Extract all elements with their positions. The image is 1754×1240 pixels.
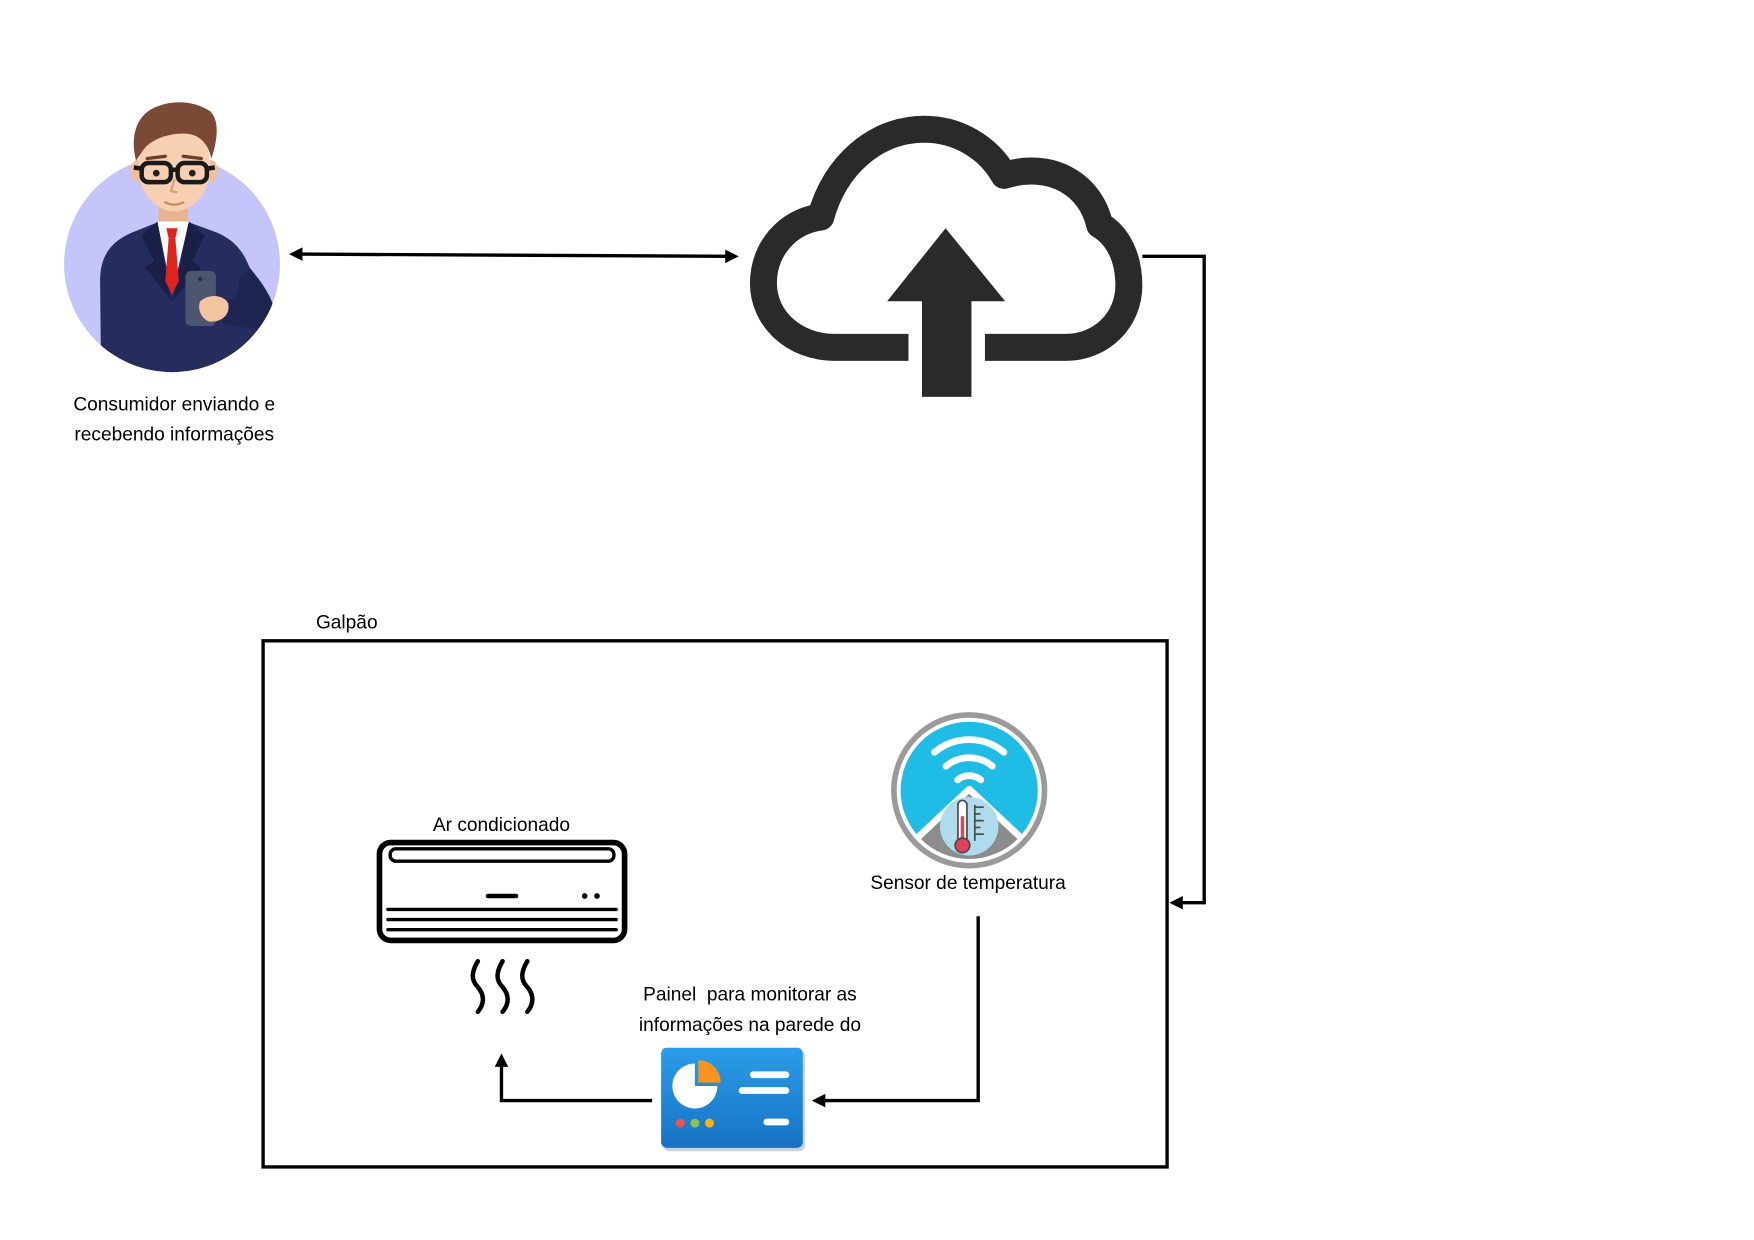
tie-knot: [166, 228, 178, 239]
air-conditioner-icon: [376, 839, 628, 1015]
upload-arrow-shaft: [921, 299, 972, 397]
arrowhead-left: [288, 247, 303, 261]
panel-bar-2: [738, 1087, 790, 1094]
connector-line: [821, 916, 980, 1103]
air-flow-wave-2: [495, 958, 510, 1015]
sensor-label: Sensor de temperatura: [870, 873, 1066, 894]
pie-chart: [672, 1063, 718, 1109]
connector-line: [299, 252, 729, 259]
glasses: [133, 160, 216, 185]
right-lapel: [172, 221, 205, 302]
ac-body: [376, 839, 628, 944]
businessman-with-smartphone-icon: [64, 102, 280, 373]
thermometer-icon: [954, 799, 984, 854]
pie-chart-slice: [698, 1060, 721, 1083]
cloud-upload-icon: [749, 115, 1143, 397]
consumer-cloud-connector: [288, 247, 739, 264]
left-lapel: [141, 221, 173, 302]
connector-line: [1142, 254, 1206, 905]
arrowhead-right: [725, 249, 739, 264]
air-flow-wave-3: [520, 958, 535, 1015]
status-dot-green: [690, 1118, 700, 1128]
avatar-body: [100, 221, 278, 373]
arrowhead-up: [494, 1053, 509, 1067]
tie: [165, 238, 179, 295]
ac-indicator-1: [581, 893, 588, 899]
hand: [199, 296, 229, 322]
arrowhead-left: [1169, 895, 1183, 910]
left-eye: [152, 169, 160, 177]
right-eyebrow: [181, 154, 203, 161]
ac-top-panel: [388, 847, 616, 863]
hair: [133, 102, 217, 161]
arrowhead-left: [811, 1093, 826, 1108]
consumer-label-line-2: recebendo informações: [74, 425, 274, 446]
panel-ac-connector: [494, 1053, 653, 1103]
status-dot-yellow: [704, 1118, 714, 1128]
panel-label-line-1: Painel para monitorar as: [643, 985, 857, 1006]
nose: [169, 178, 178, 194]
dashboard-panel-icon: [661, 1047, 806, 1152]
thermometer-badge: [939, 797, 999, 856]
sensor-roof-line: [900, 785, 1038, 859]
wifi-signal-icon: [931, 736, 1008, 784]
right-eye: [188, 169, 196, 177]
air-flow-wave-1: [470, 958, 486, 1015]
panel-bar-3: [763, 1118, 790, 1126]
phone-camera: [197, 276, 203, 282]
temperature-sensor-icon: [891, 712, 1048, 869]
sensor-panel-connector: [811, 916, 980, 1108]
consumer-label-line-1: Consumidor enviando e: [73, 394, 275, 415]
ac-indicator-2: [594, 893, 600, 899]
panel-label-line-2: informações na parede do: [639, 1015, 861, 1036]
cloud-outline: [749, 115, 1143, 361]
air-conditioner-label: Ar condicionado: [433, 815, 570, 836]
warehouse-label: Galpão: [316, 612, 378, 633]
status-dot-red: [675, 1118, 685, 1128]
upload-arrow-head: [887, 228, 1006, 302]
face: [138, 121, 211, 212]
mouth: [164, 201, 185, 206]
suit-arm: [218, 267, 276, 329]
connector-line: [499, 1064, 653, 1103]
warehouse-boundary: [261, 639, 1169, 1169]
panel-bar-1: [749, 1071, 790, 1079]
left-eyebrow: [145, 154, 167, 161]
cloud-warehouse-connector: [1142, 254, 1206, 910]
